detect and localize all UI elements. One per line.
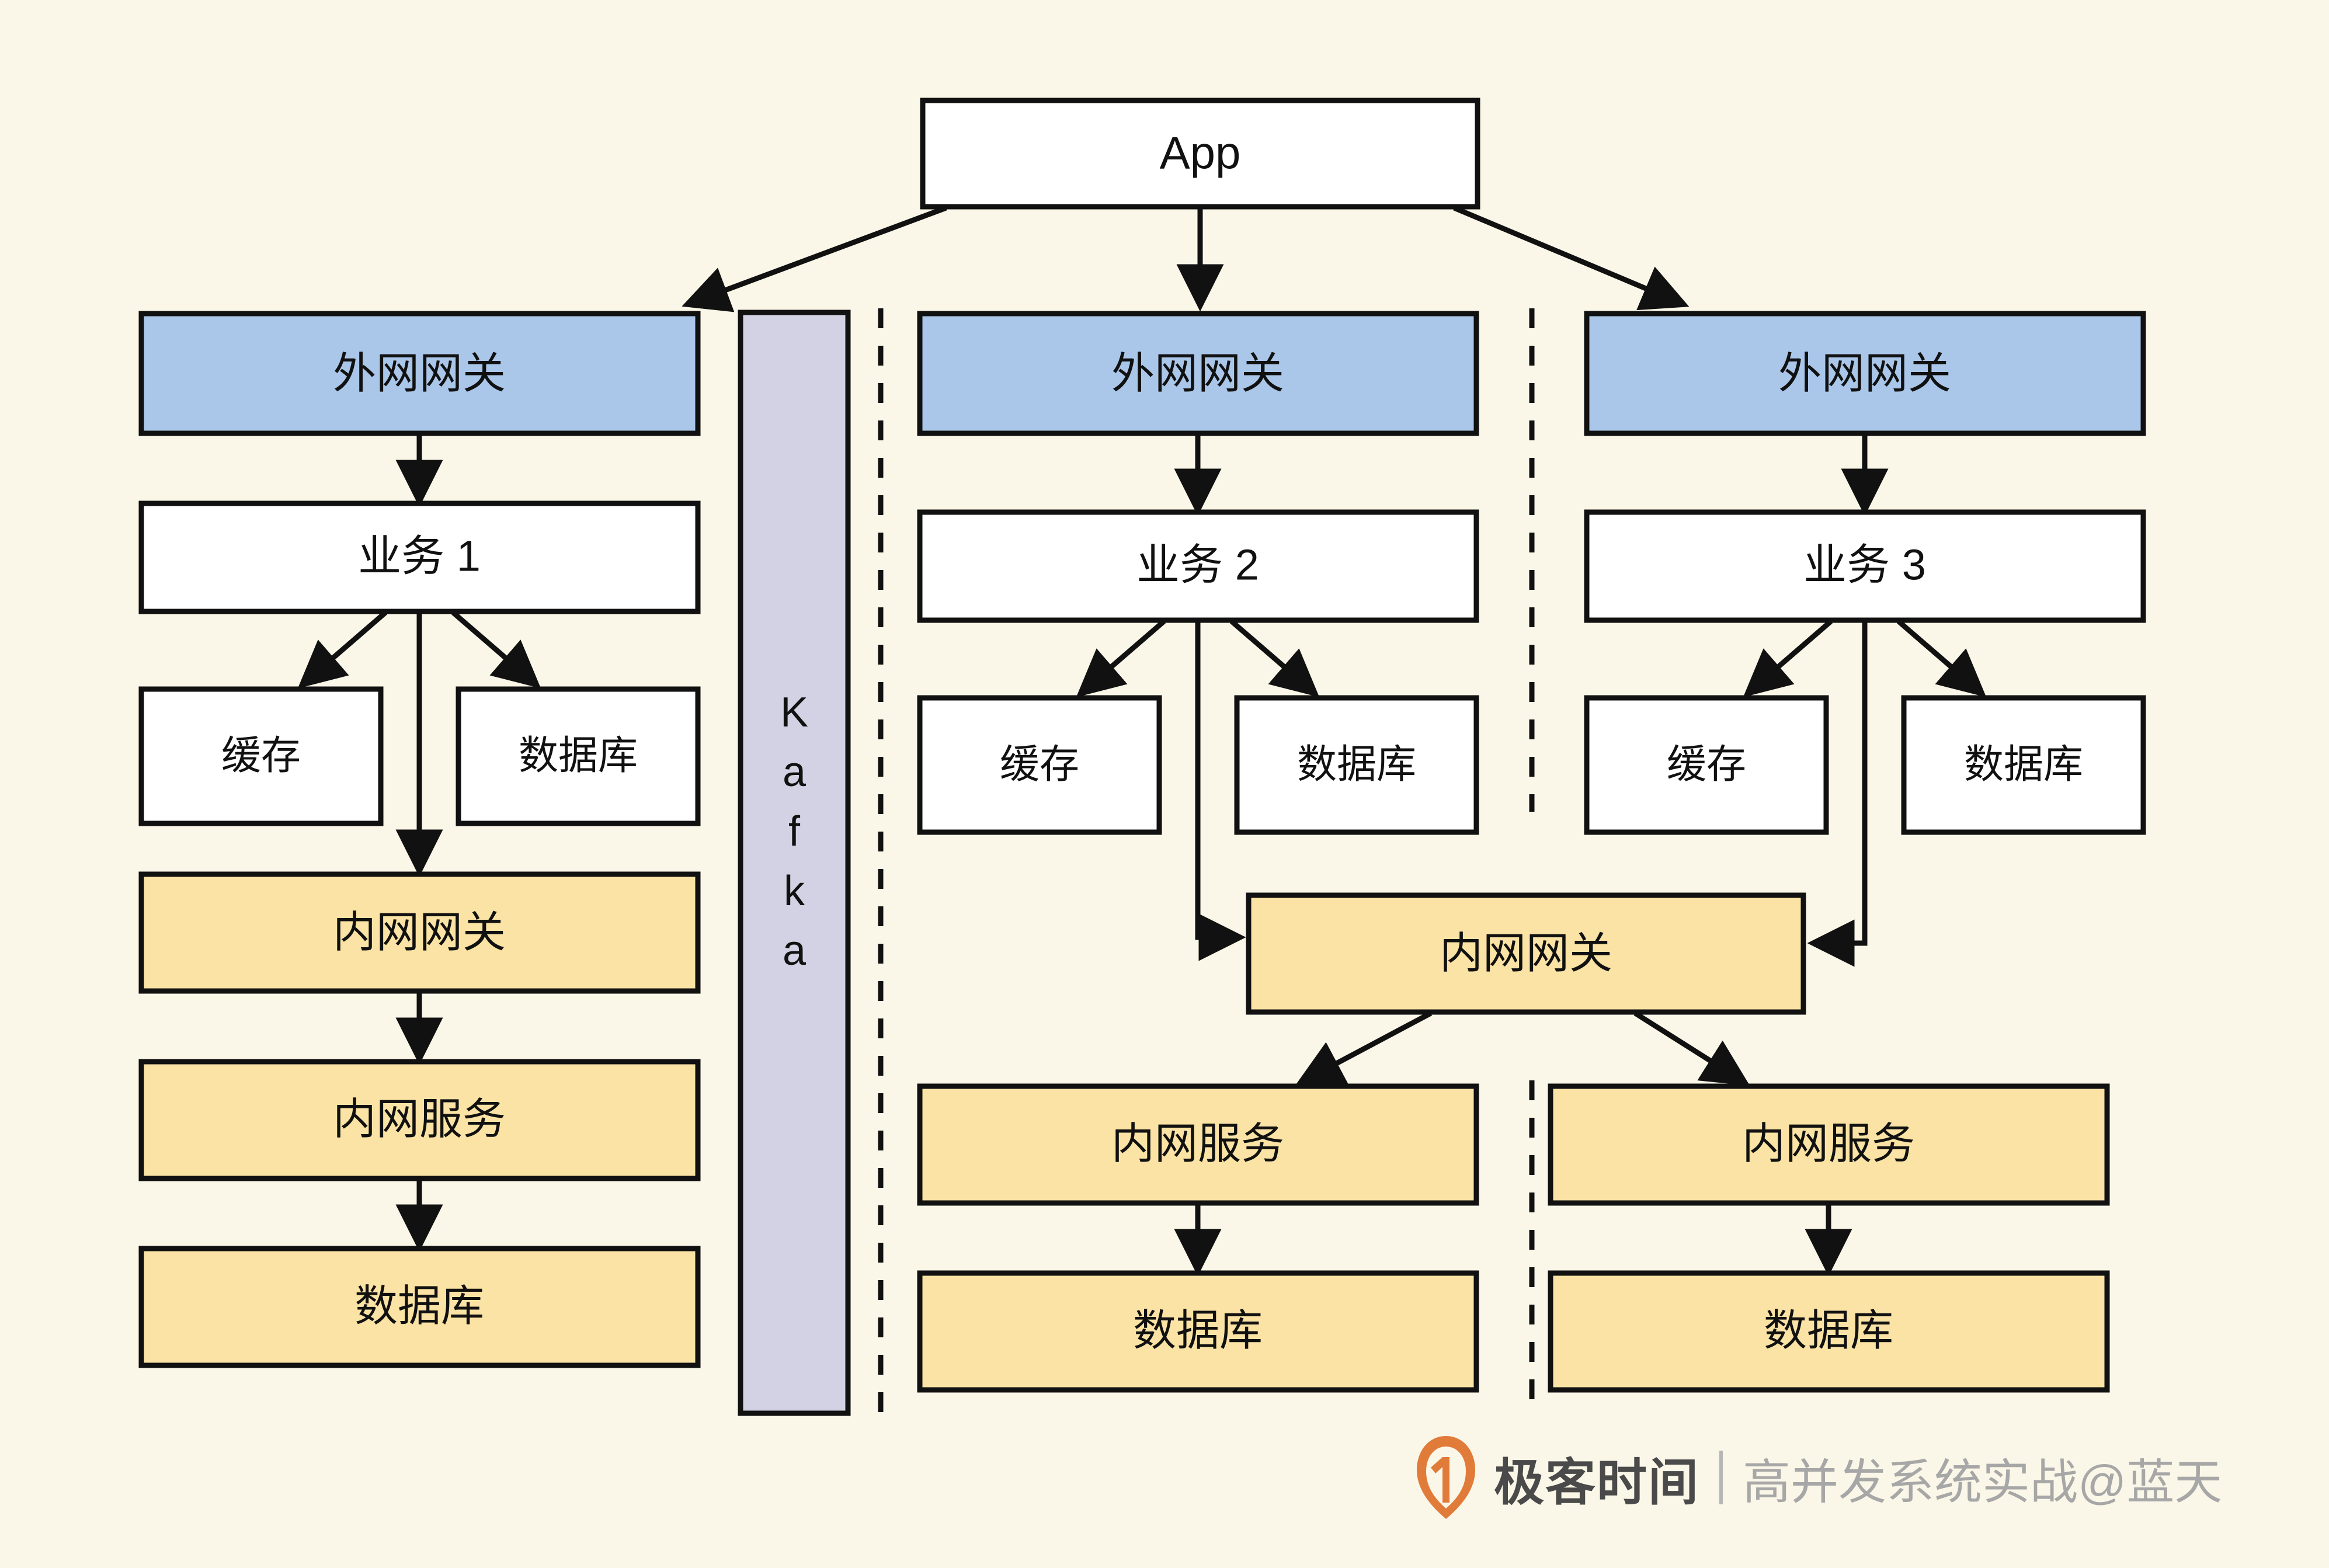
node-int-db-1-label: 数据库 xyxy=(354,1282,484,1330)
node-biz-3-label: 业务 3 xyxy=(1803,541,1926,589)
node-db-2-label: 数据库 xyxy=(1297,742,1416,787)
node-ext-gw-1-label: 外网网关 xyxy=(333,349,506,398)
kafka-letter-4: a xyxy=(783,927,807,974)
node-ext-gw-2-label: 外网网关 xyxy=(1111,349,1284,398)
node-cache-3[interactable]: 缓存 xyxy=(1584,695,1829,835)
node-ext-gw-3-label: 外网网关 xyxy=(1778,349,1951,398)
node-cache-2-label: 缓存 xyxy=(1000,742,1079,787)
node-int-db-3-label: 数据库 xyxy=(1764,1306,1893,1355)
node-cache-1-label: 缓存 xyxy=(221,733,301,778)
node-biz-3[interactable]: 业务 3 xyxy=(1584,509,2146,623)
edge-biz2-to-db2 xyxy=(1230,619,1320,697)
node-db-3-label: 数据库 xyxy=(1964,742,2083,787)
kafka-letter-0: K xyxy=(780,689,808,736)
node-app[interactable]: App xyxy=(920,98,1480,210)
node-db-1[interactable]: 数据库 xyxy=(456,686,701,826)
node-int-svc-3-label: 内网服务 xyxy=(1742,1119,1915,1168)
edge-biz3-to-cache3 xyxy=(1743,619,1833,697)
node-ext-gw-2[interactable]: 外网网关 xyxy=(917,311,1479,436)
node-int-db-2[interactable]: 数据库 xyxy=(917,1270,1479,1393)
edge-biz2-to-cache2 xyxy=(1076,619,1166,697)
node-biz-2[interactable]: 业务 2 xyxy=(917,509,1479,623)
node-db-1-label: 数据库 xyxy=(519,733,638,778)
node-int-db-2-label: 数据库 xyxy=(1133,1306,1263,1355)
edge-app-to-ext-gw-3 xyxy=(1453,205,1690,311)
node-biz-1-label: 业务 1 xyxy=(358,532,481,580)
kafka-letter-3: k xyxy=(784,868,805,915)
edge-biz2-to-intgw-shared xyxy=(1195,621,1246,961)
node-int-svc-3[interactable]: 内网服务 xyxy=(1548,1083,2110,1206)
node-int-gw-1[interactable]: 内网网关 xyxy=(138,871,701,994)
node-int-svc-2[interactable]: 内网服务 xyxy=(917,1083,1479,1206)
edge-biz3-to-db3 xyxy=(1897,619,1987,697)
watermark-brand: 极客时间 xyxy=(1494,1454,1699,1511)
watermark: 极客时间 高并发系统实战@蓝天 xyxy=(1413,1434,2222,1521)
watermark-subtitle: 高并发系统实战@蓝天 xyxy=(1743,1455,2223,1509)
node-int-db-3[interactable]: 数据库 xyxy=(1548,1270,2110,1393)
node-int-gw-shared-label: 内网网关 xyxy=(1440,929,1612,978)
node-int-db-1[interactable]: 数据库 xyxy=(138,1246,701,1368)
node-ext-gw-1[interactable]: 外网网关 xyxy=(138,311,701,436)
node-biz-2-label: 业务 2 xyxy=(1136,541,1259,589)
node-int-svc-2-label: 内网服务 xyxy=(1111,1119,1284,1168)
node-app-label: App xyxy=(1160,127,1241,179)
edge-biz3-to-intgw-shared xyxy=(1807,621,1868,967)
node-db-3[interactable]: 数据库 xyxy=(1901,695,2146,835)
node-int-gw-shared[interactable]: 内网网关 xyxy=(1246,892,1806,1015)
node-cache-3-label: 缓存 xyxy=(1667,742,1746,787)
edge-intgwshared-to-intsvc2 xyxy=(1295,1011,1433,1086)
watermark-separator xyxy=(1719,1451,1723,1504)
node-cache-1[interactable]: 缓存 xyxy=(138,686,384,826)
kafka-letter-2: f xyxy=(788,808,801,855)
node-cache-2[interactable]: 缓存 xyxy=(917,695,1162,835)
edge-biz1-to-cache1 xyxy=(297,610,387,689)
node-ext-gw-3[interactable]: 外网网关 xyxy=(1584,311,2146,436)
node-biz-1[interactable]: 业务 1 xyxy=(138,500,701,614)
edge-app-to-ext-gw-1 xyxy=(682,205,947,312)
edge-intgwshared-to-intsvc3 xyxy=(1633,1011,1750,1086)
geekbang-logo-icon xyxy=(1413,1434,1479,1521)
edge-biz1-to-db1 xyxy=(451,610,541,689)
node-int-svc-1[interactable]: 内网服务 xyxy=(138,1059,701,1181)
node-int-gw-1-label: 内网网关 xyxy=(333,908,506,957)
node-int-svc-1-label: 内网服务 xyxy=(333,1095,506,1143)
node-db-2[interactable]: 数据库 xyxy=(1234,695,1479,835)
node-kafka[interactable]: K a f k a xyxy=(738,310,851,1416)
kafka-letter-1: a xyxy=(783,749,807,795)
